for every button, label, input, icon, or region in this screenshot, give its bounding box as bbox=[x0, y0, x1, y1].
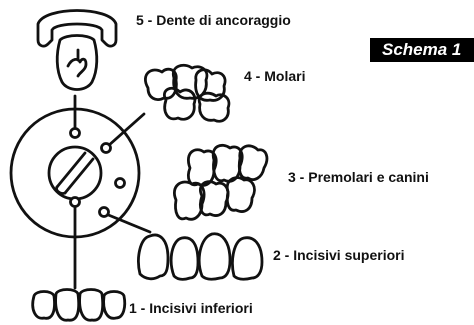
connector-3 bbox=[114, 177, 126, 189]
label-upper-incisors: 2 - Incisivi superiori bbox=[273, 247, 405, 263]
label-lower-incisors: 1 - Incisivi inferiori bbox=[129, 300, 253, 316]
label-molars: 4 - Molari bbox=[244, 68, 306, 84]
molars-icon bbox=[144, 63, 231, 123]
premolars-canines-icon bbox=[173, 143, 269, 221]
label-anchor-tooth: 5 - Dente di ancoraggio bbox=[136, 12, 291, 28]
anchor-tooth-clamp-icon bbox=[36, 9, 118, 91]
connector-1 bbox=[69, 196, 81, 290]
scheme-badge-label: Schema 1 bbox=[382, 40, 462, 59]
connector-2 bbox=[98, 206, 152, 234]
connector-4 bbox=[100, 112, 146, 154]
connector-5 bbox=[69, 94, 81, 139]
label-premolars-canines: 3 - Premolari e canini bbox=[288, 169, 429, 185]
upper-incisors-icon bbox=[137, 232, 264, 281]
lower-incisors-icon bbox=[31, 288, 127, 322]
scheme-badge: Schema 1 bbox=[370, 38, 474, 62]
